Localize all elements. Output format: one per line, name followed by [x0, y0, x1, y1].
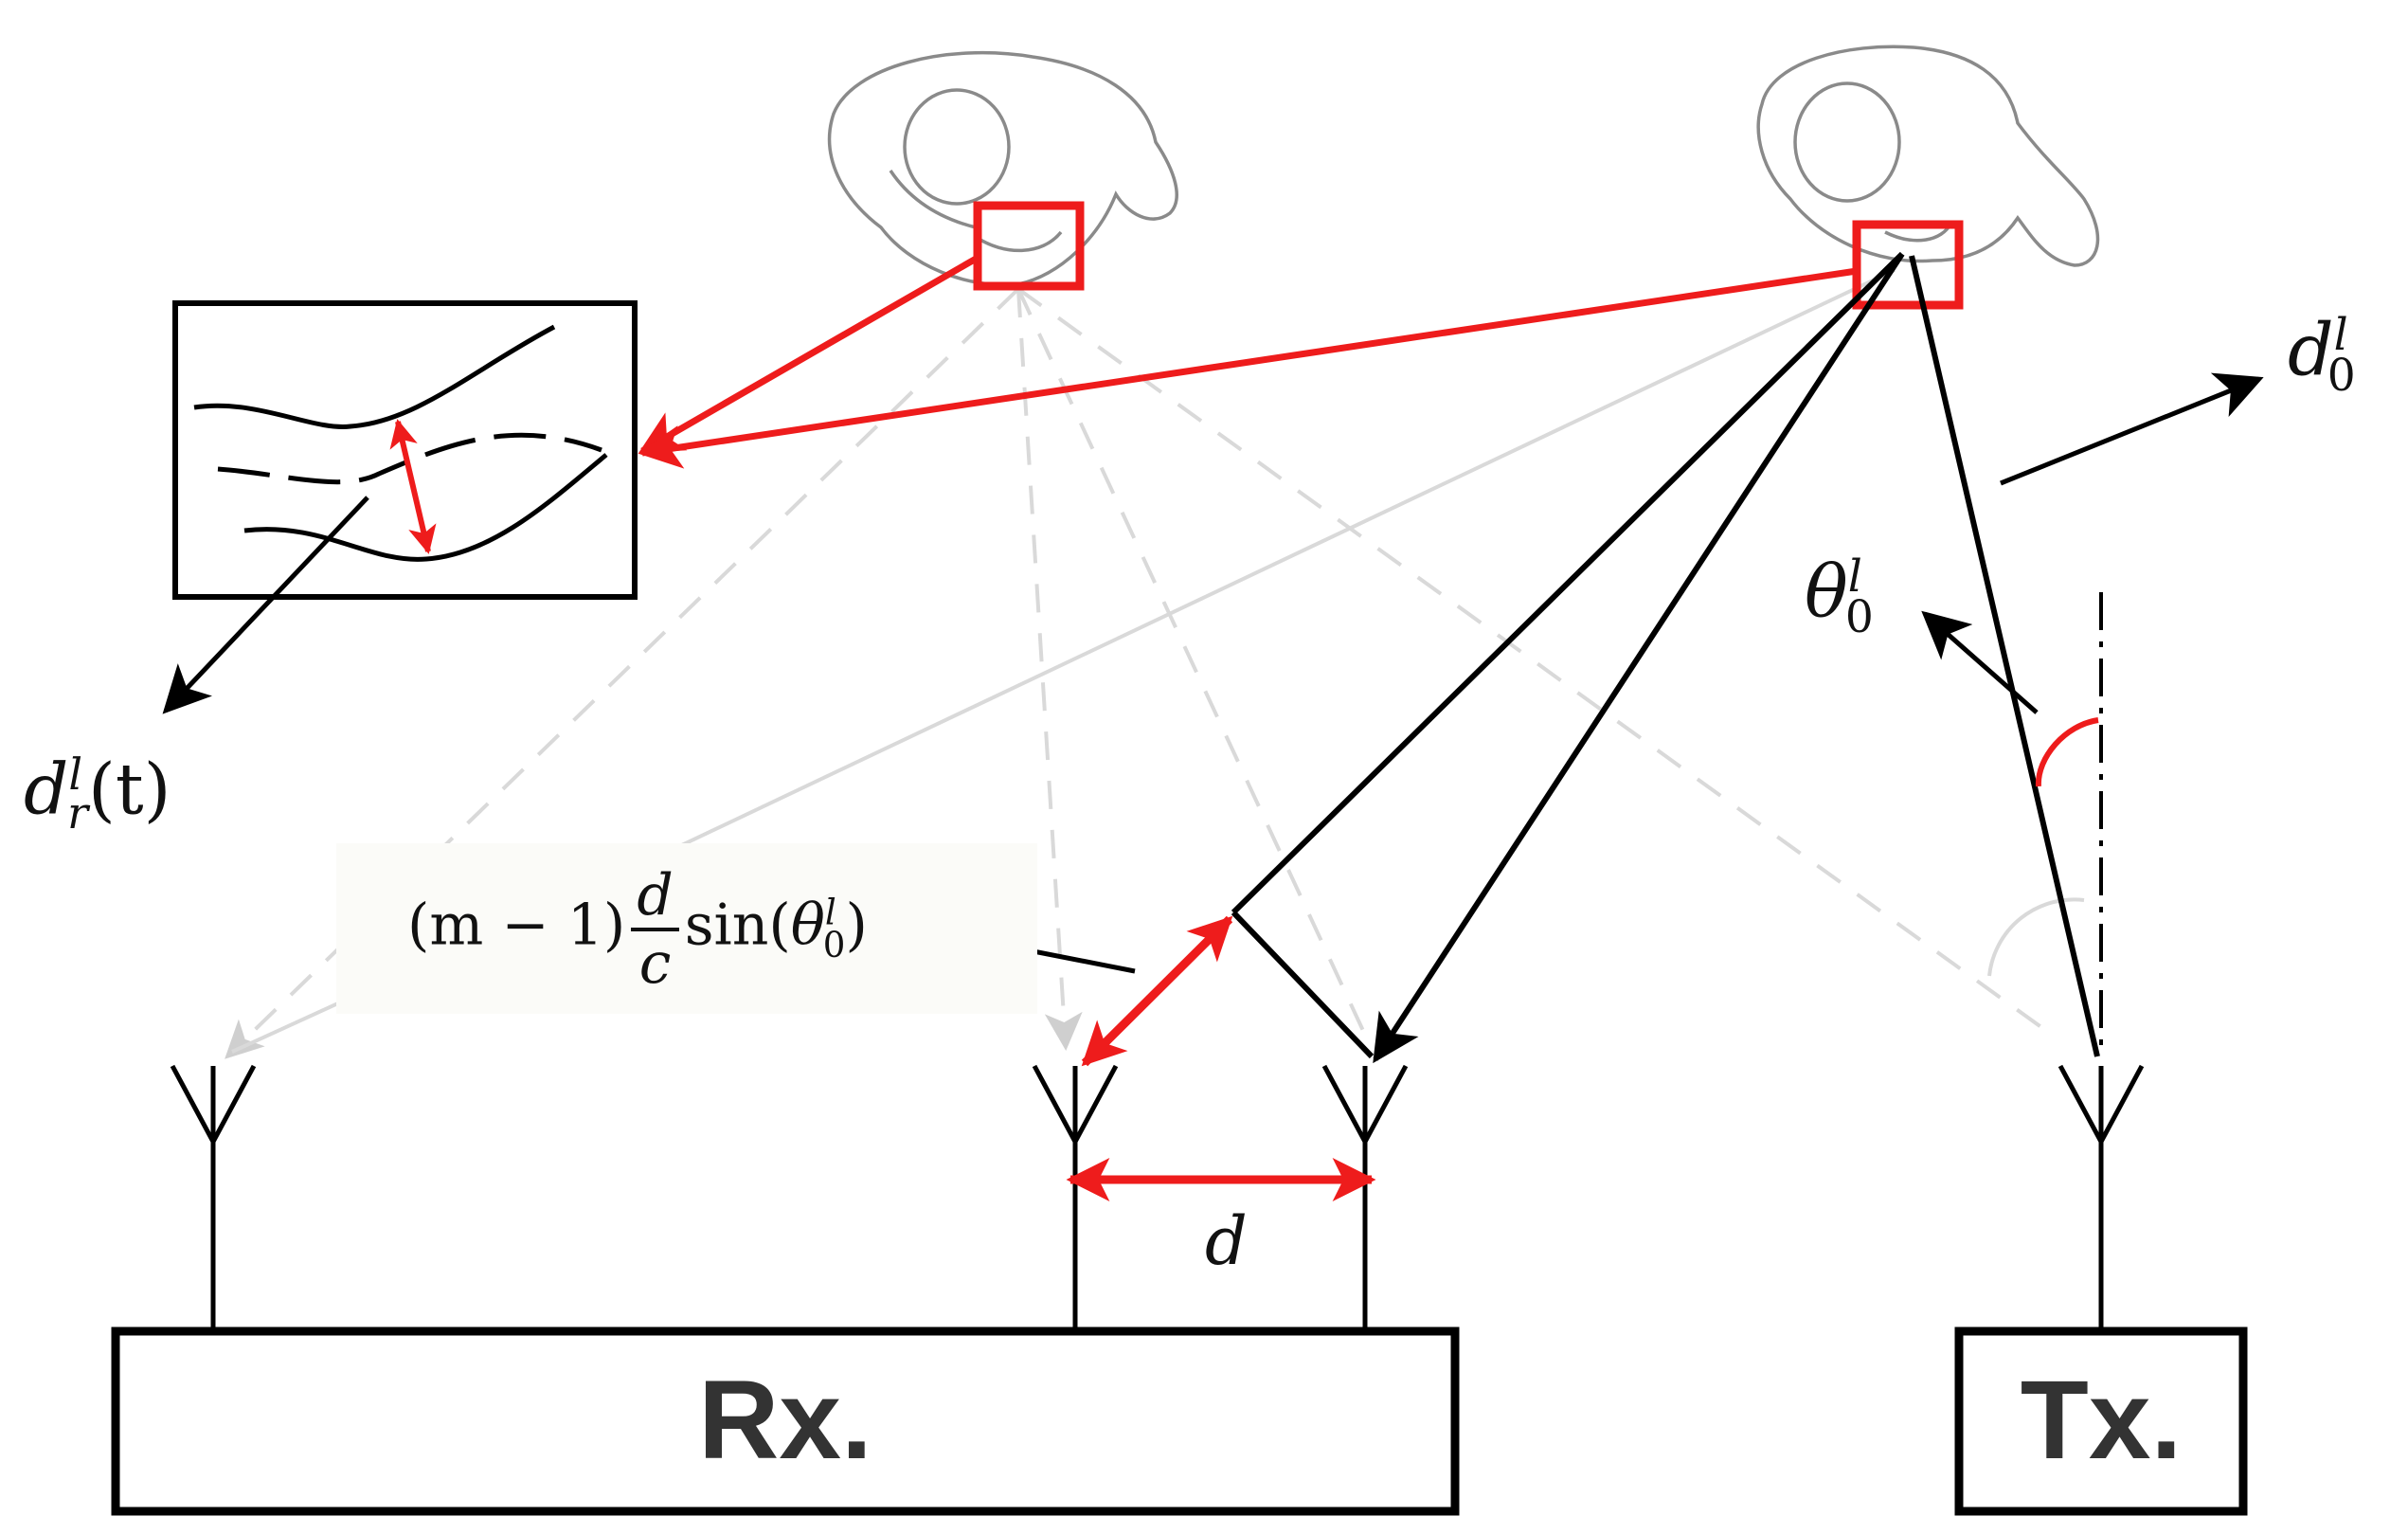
- antenna-icon: [1032, 1064, 1119, 1331]
- range-change-arrow: [389, 419, 437, 554]
- reflection-point-left: [973, 201, 1085, 291]
- angle-arc: [2035, 717, 2099, 787]
- antenna-icon: [1321, 1064, 1409, 1331]
- doppler-pointer: [2000, 372, 2264, 486]
- reflection-arrow-left: [638, 254, 979, 455]
- waveform-icon: [193, 324, 608, 562]
- spacing-label: d: [1205, 1202, 1248, 1280]
- rx-box: [111, 1326, 1460, 1516]
- rx-label: Rx.: [698, 1358, 872, 1483]
- tx-label: Tx.: [2020, 1358, 2183, 1483]
- aoa-label: θl0: [1805, 549, 1874, 643]
- path-difference-arrow: [1081, 915, 1233, 1067]
- doppler-offset-label: dl0: [2288, 307, 2356, 402]
- reflection-point-right: [1852, 220, 1964, 310]
- antenna-icon: [170, 1064, 257, 1331]
- range-label: dlr(t): [24, 749, 171, 839]
- angle-pointer: [1921, 610, 2039, 714]
- formula-background: [336, 843, 1037, 1014]
- person-topview-icon: [827, 50, 1178, 287]
- tx-box: [1954, 1326, 2248, 1516]
- antenna-icon: [2058, 1064, 2145, 1331]
- signal-rays: [1231, 251, 2100, 1064]
- reflection-arrow-right: [638, 267, 1858, 469]
- range-pointer: [162, 496, 369, 714]
- person-topview-icon: [1756, 45, 2100, 267]
